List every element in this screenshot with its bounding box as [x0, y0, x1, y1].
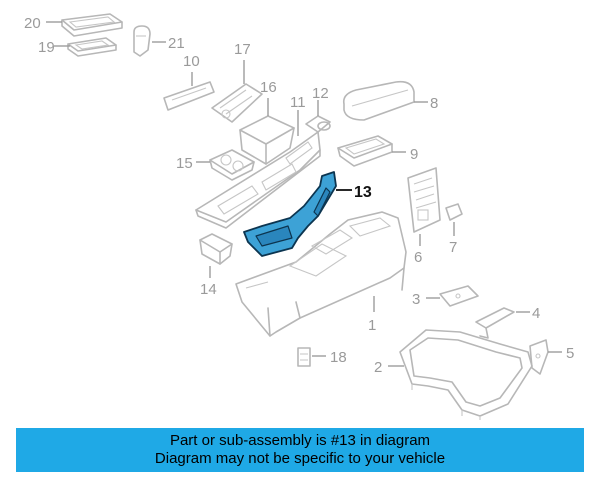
part-7-clip — [445, 203, 463, 221]
part-2-support-frame — [399, 329, 533, 420]
callout-17: 17 — [234, 41, 251, 58]
part-3-plate — [439, 285, 479, 307]
parts-diagram: 20 19 21 10 17 16 12 — [24, 13, 574, 420]
part-10-trim-panel — [163, 81, 215, 111]
callout-7: 7 — [449, 239, 457, 256]
part-5-side-bracket — [529, 339, 549, 375]
part-21-shift-knob — [133, 25, 151, 57]
part-17-bezel — [211, 83, 263, 123]
banner-line-1: Part or sub-assembly is #13 in diagram — [169, 432, 431, 449]
callout-10: 10 — [183, 53, 200, 70]
callout-1: 1 — [368, 317, 376, 334]
part-15-cup-holder — [209, 149, 255, 181]
info-banner: Part or sub-assembly is #13 in diagram D… — [16, 428, 584, 472]
callout-2: 2 — [374, 359, 382, 376]
part-9-tray — [337, 135, 393, 167]
callout-15: 15 — [176, 155, 193, 172]
callout-18: 18 — [330, 349, 347, 366]
part-6-bracket-panel — [407, 167, 441, 233]
part-1-console-body — [235, 211, 407, 337]
callout-5: 5 — [566, 345, 574, 362]
callout-16: 16 — [260, 79, 277, 96]
callout-14: 14 — [200, 281, 217, 298]
part-12-cylinder — [305, 115, 331, 133]
callout-4: 4 — [532, 305, 540, 322]
part-8-armrest-lid — [342, 80, 415, 121]
callout-6: 6 — [414, 249, 422, 266]
callout-19: 19 — [38, 39, 55, 56]
callout-3: 3 — [412, 291, 420, 308]
callout-21: 21 — [168, 35, 185, 52]
callout-11: 11 — [290, 94, 306, 111]
callout-13: 13 — [354, 184, 372, 201]
part-13-highlighted[interactable] — [243, 171, 337, 257]
part-18-fastener — [297, 347, 311, 367]
callout-12: 12 — [312, 85, 329, 102]
part-16-storage-bin — [239, 115, 295, 165]
part-4-bracket — [475, 307, 515, 339]
callout-9: 9 — [410, 146, 418, 163]
banner-line-2: Diagram may not be specific to your vehi… — [154, 450, 446, 467]
part-14-bin — [199, 233, 233, 265]
part-20-tray — [61, 13, 123, 37]
callout-20: 20 — [24, 15, 41, 32]
part-11-console-bezel — [195, 131, 321, 229]
part-19-insert — [67, 37, 117, 57]
callout-8: 8 — [430, 95, 438, 112]
